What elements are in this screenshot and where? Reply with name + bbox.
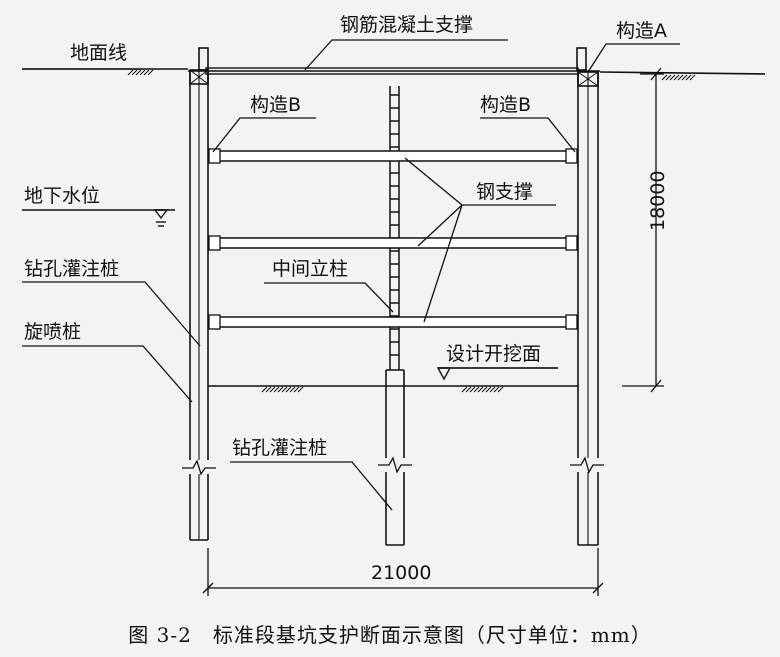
width-dimension-label: 21000 [371, 562, 432, 584]
steel-strut-label: 钢支撑 [476, 181, 534, 203]
steel-strut-3 [208, 314, 578, 330]
jet-grout-pile-label: 旋喷桩 [24, 321, 82, 343]
steel-strut-1 [208, 148, 578, 164]
excavation-marker-icon [436, 367, 558, 381]
detail-b-right-label: 构造B [480, 94, 532, 116]
depth-dimension [622, 67, 664, 393]
right-wall-break [570, 456, 604, 474]
figure-caption: 图 3-2 标准段基坑支护断面示意图（尺寸单位：mm） [128, 623, 652, 647]
bored-pile-left-label: 钻孔灌注桩 [24, 258, 120, 280]
leader-lines [22, 39, 680, 511]
left-retaining-wall [189, 47, 209, 541]
groundwater-label: 地下水位 [24, 185, 101, 207]
middle-bored-pile [378, 369, 412, 546]
steel-strut-2 [208, 235, 578, 251]
left-wall-break [182, 459, 216, 476]
ground-hatch [127, 69, 696, 81]
ground-line-label: 地面线 [70, 42, 128, 64]
width-dimension [202, 548, 604, 596]
bored-pile-bottom-label: 钻孔灌注桩 [232, 437, 328, 459]
groundwater-symbol-icon [22, 209, 175, 227]
rc-strut-label: 钢筋混凝土支撑 [340, 14, 474, 36]
detail-b-left-label: 构造B [250, 94, 302, 116]
middle-column-label: 中间立柱 [272, 258, 349, 280]
depth-dimension-label: 18000 [647, 170, 669, 231]
design-excavation-label: 设计开挖面 [446, 343, 542, 365]
detail-a-label: 构造A [616, 20, 667, 42]
right-retaining-wall [576, 47, 599, 546]
excavation-hatch [261, 386, 504, 393]
